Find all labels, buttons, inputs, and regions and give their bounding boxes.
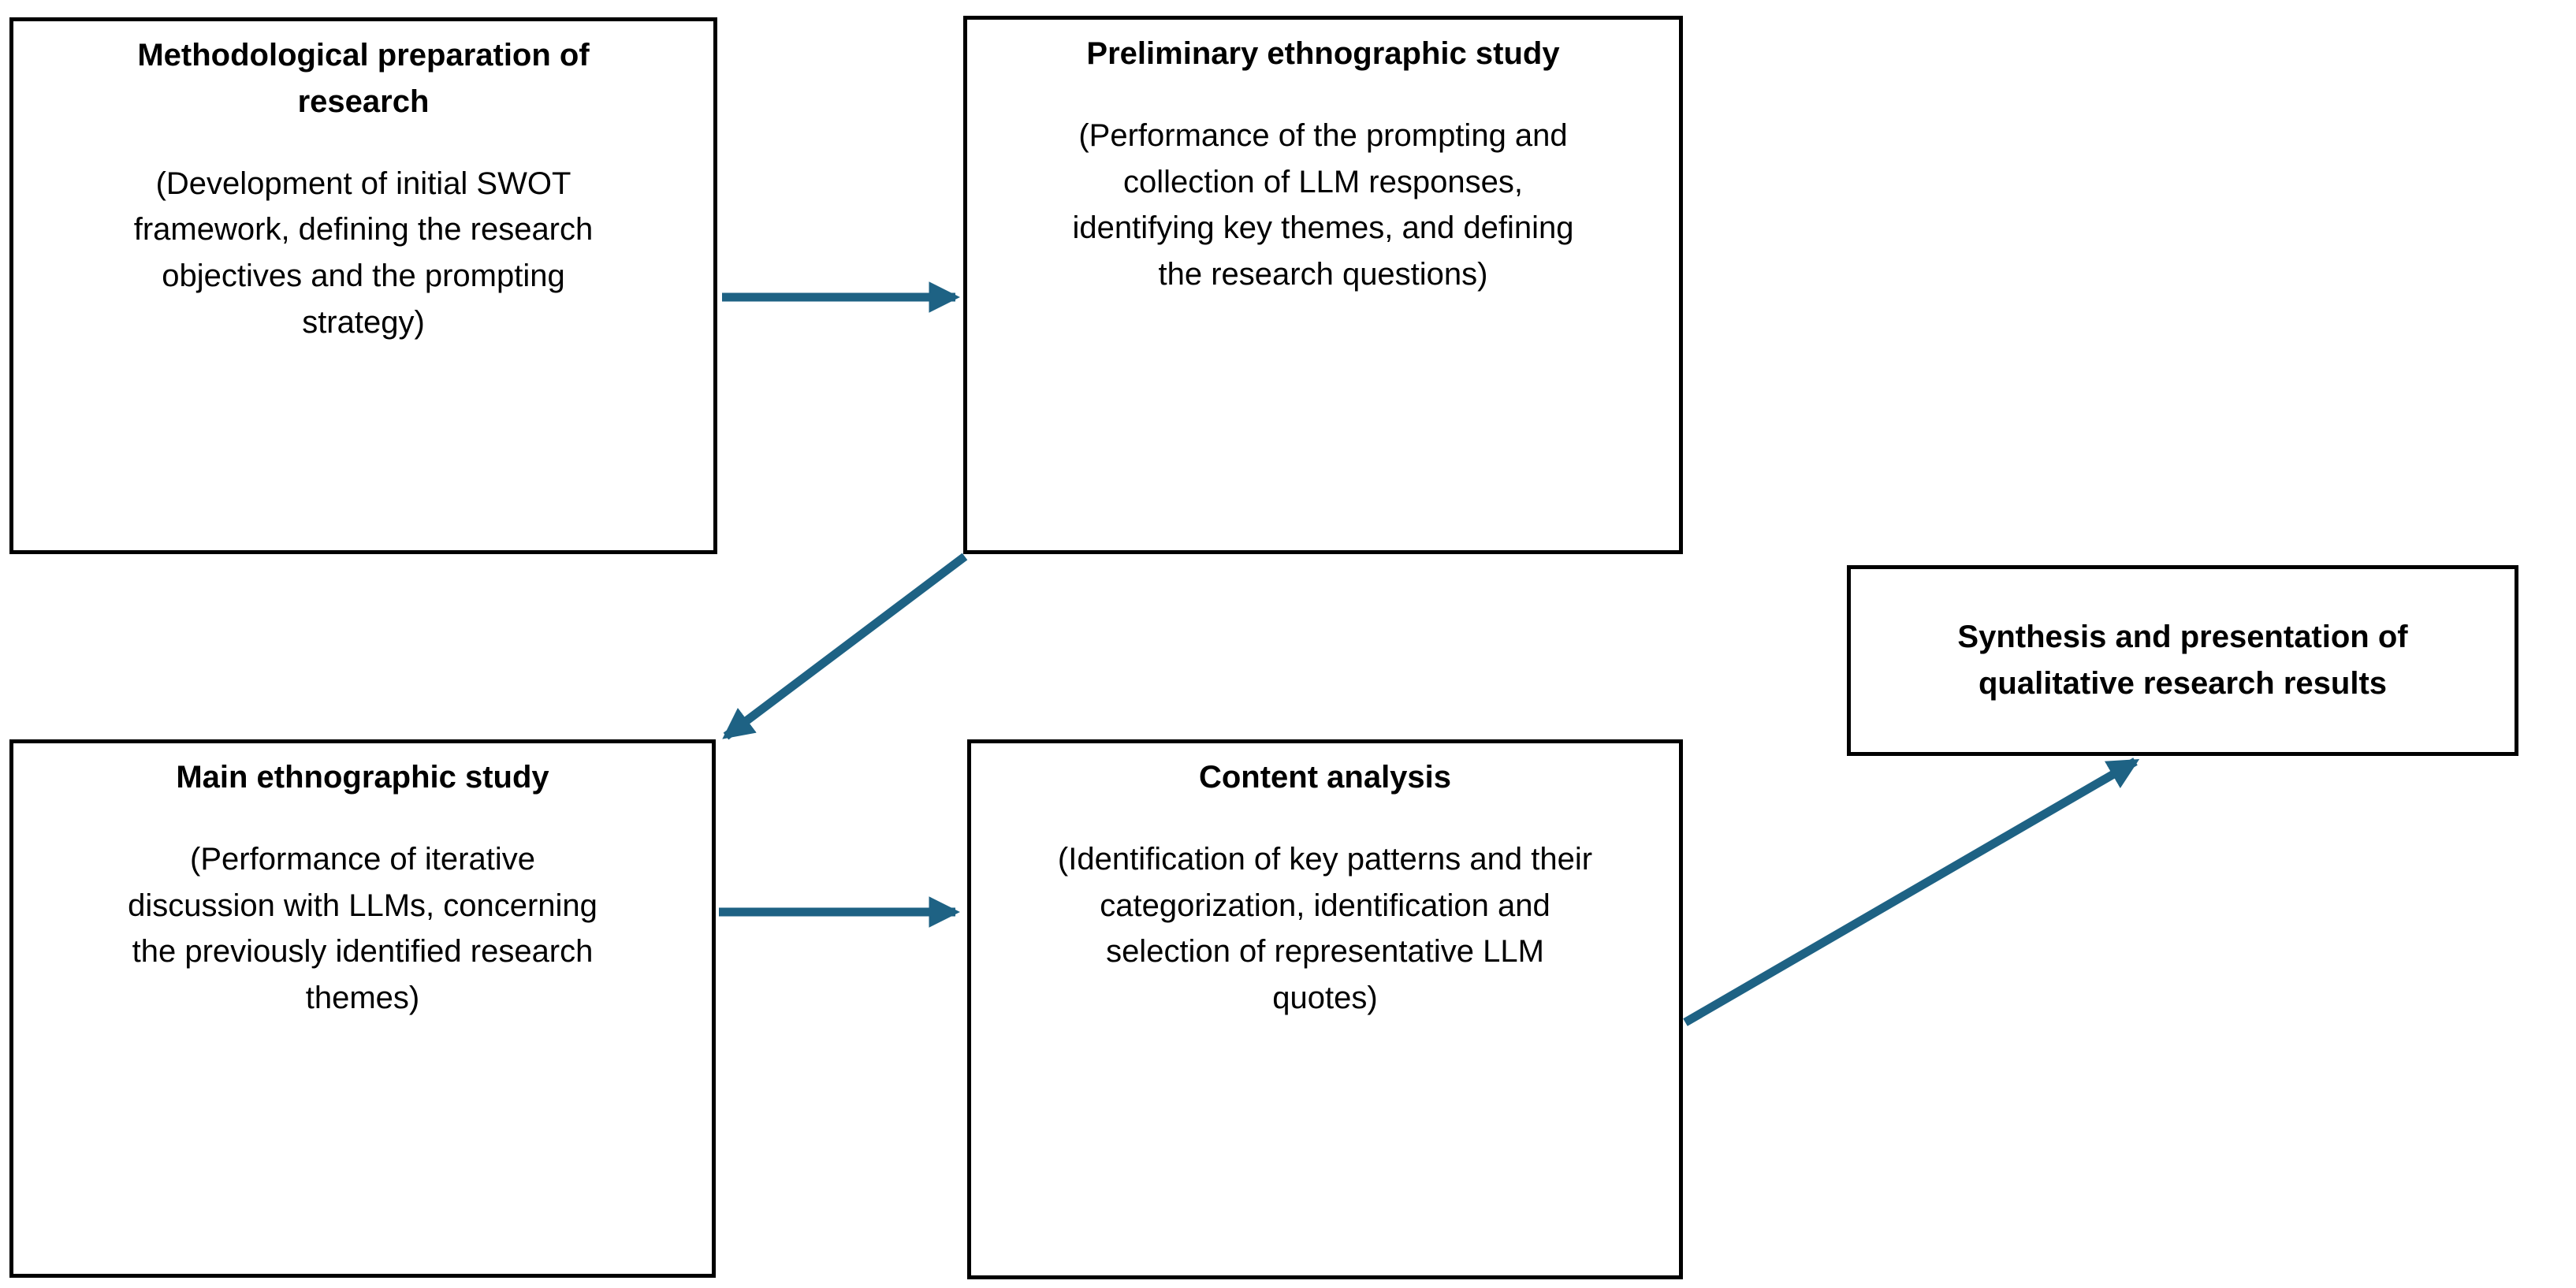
box-body: (Identification of key patterns and thei… — [1057, 841, 1593, 1016]
box-title: Preliminary ethnographic study — [1086, 36, 1560, 71]
arrow-preliminary-to-main — [722, 553, 968, 740]
box-content-analysis: Content analysis (Identification of key … — [967, 739, 1683, 1279]
arrow-content-to-synthesis — [1683, 758, 2140, 1026]
box-title: Content analysis — [1198, 760, 1452, 795]
box-main-ethnographic-study: Main ethnographic study (Performance of … — [9, 739, 716, 1278]
box-synthesis-presentation: Synthesis and presentation of qualitativ… — [1847, 565, 2518, 756]
box-title: Main ethnographic study — [176, 760, 549, 795]
box-title: Synthesis and presentation of qualitativ… — [1957, 620, 2408, 701]
box-body: (Performance of the prompting and collec… — [1072, 117, 1574, 292]
box-title: Methodological preparation of research — [137, 38, 590, 119]
box-body: (Development of initial SWOT framework, … — [133, 166, 594, 340]
box-preliminary-ethnographic-study: Preliminary ethnographic study (Performa… — [963, 16, 1683, 554]
box-body: (Performance of iterative discussion wit… — [128, 841, 597, 1016]
box-methodological-preparation: Methodological preparation of research (… — [9, 17, 717, 554]
